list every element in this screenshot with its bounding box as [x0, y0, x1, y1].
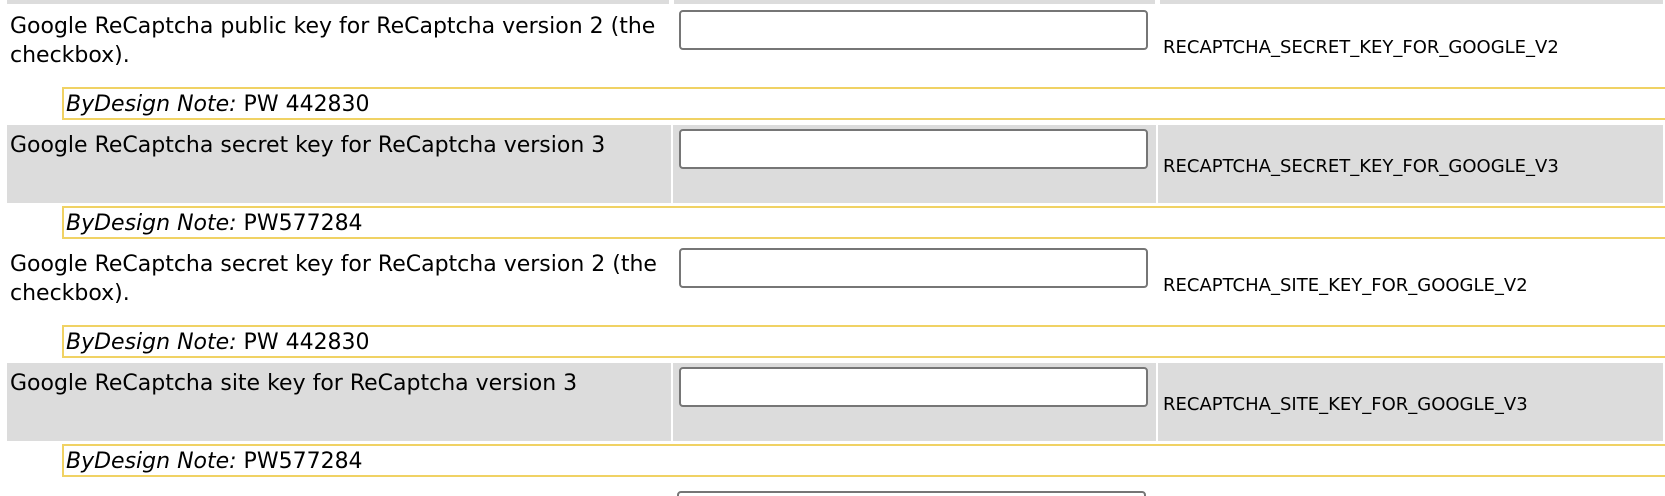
setting-input-cell: [673, 363, 1156, 441]
bydesign-note: ByDesign Note: PW577284: [62, 444, 1665, 477]
setting-row: Google ReCaptcha secret key for ReCaptch…: [7, 125, 1663, 203]
bydesign-note: ByDesign Note: PW 442830: [62, 325, 1665, 358]
previous-row-env-cell: [1159, 0, 1664, 4]
note-label: ByDesign Note:: [66, 449, 237, 474]
setting-row: Google ReCaptcha public key for ReCaptch…: [7, 6, 1663, 84]
bydesign-note: ByDesign Note: PW 442830: [62, 87, 1665, 120]
setting-env-var: RECAPTCHA_SITE_KEY_FOR_GOOGLE_V2: [1163, 275, 1528, 296]
note-value: PW577284: [236, 211, 363, 236]
note-value: PW577284: [236, 449, 363, 474]
previous-setting-row: [7, 0, 1664, 4]
note-row: ByDesign Note: PW577284: [0, 203, 1665, 244]
setting-label: Google ReCaptcha public key for ReCaptch…: [10, 14, 656, 68]
recaptcha-v3-secret-key-input[interactable]: [679, 129, 1148, 169]
setting-input-cell: [673, 125, 1156, 203]
setting-env-var: RECAPTCHA_SECRET_KEY_FOR_GOOGLE_V3: [1158, 125, 1663, 203]
setting-label: Google ReCaptcha secret key for ReCaptch…: [7, 125, 671, 203]
setting-env-var: RECAPTCHA_SECRET_KEY_FOR_GOOGLE_V2: [1163, 37, 1559, 58]
setting-input-cell: [673, 244, 1156, 322]
note-row: ByDesign Note: PW 442830: [0, 322, 1665, 363]
recaptcha-v3-site-key-input[interactable]: [679, 367, 1148, 407]
bydesign-note: ByDesign Note: PW577284: [62, 206, 1665, 239]
note-row: ByDesign Note: PW577284: [0, 441, 1665, 482]
recaptcha-v2-secret-key-input[interactable]: [679, 248, 1148, 288]
note-value: PW 442830: [236, 92, 370, 117]
setting-row: Google ReCaptcha site key for ReCaptcha …: [7, 363, 1663, 441]
note-row: ByDesign Note: PW 442830: [0, 84, 1665, 125]
note-label: ByDesign Note:: [66, 330, 237, 355]
setting-label: Google ReCaptcha site key for ReCaptcha …: [7, 363, 671, 441]
next-setting-input[interactable]: [677, 491, 1146, 496]
setting-row: Google ReCaptcha secret key for ReCaptch…: [7, 244, 1663, 322]
note-label: ByDesign Note:: [66, 92, 237, 117]
previous-row-input-cell: [673, 0, 1155, 4]
previous-row-label-cell: [7, 0, 669, 4]
recaptcha-v2-public-key-input[interactable]: [679, 10, 1148, 50]
note-value: PW 442830: [236, 330, 370, 355]
setting-env-var: RECAPTCHA_SITE_KEY_FOR_GOOGLE_V3: [1158, 363, 1663, 441]
setting-label: Google ReCaptcha secret key for ReCaptch…: [10, 252, 657, 306]
note-label: ByDesign Note:: [66, 211, 237, 236]
settings-table: Google ReCaptcha public key for ReCaptch…: [0, 6, 1665, 482]
setting-input-cell: [673, 6, 1156, 84]
